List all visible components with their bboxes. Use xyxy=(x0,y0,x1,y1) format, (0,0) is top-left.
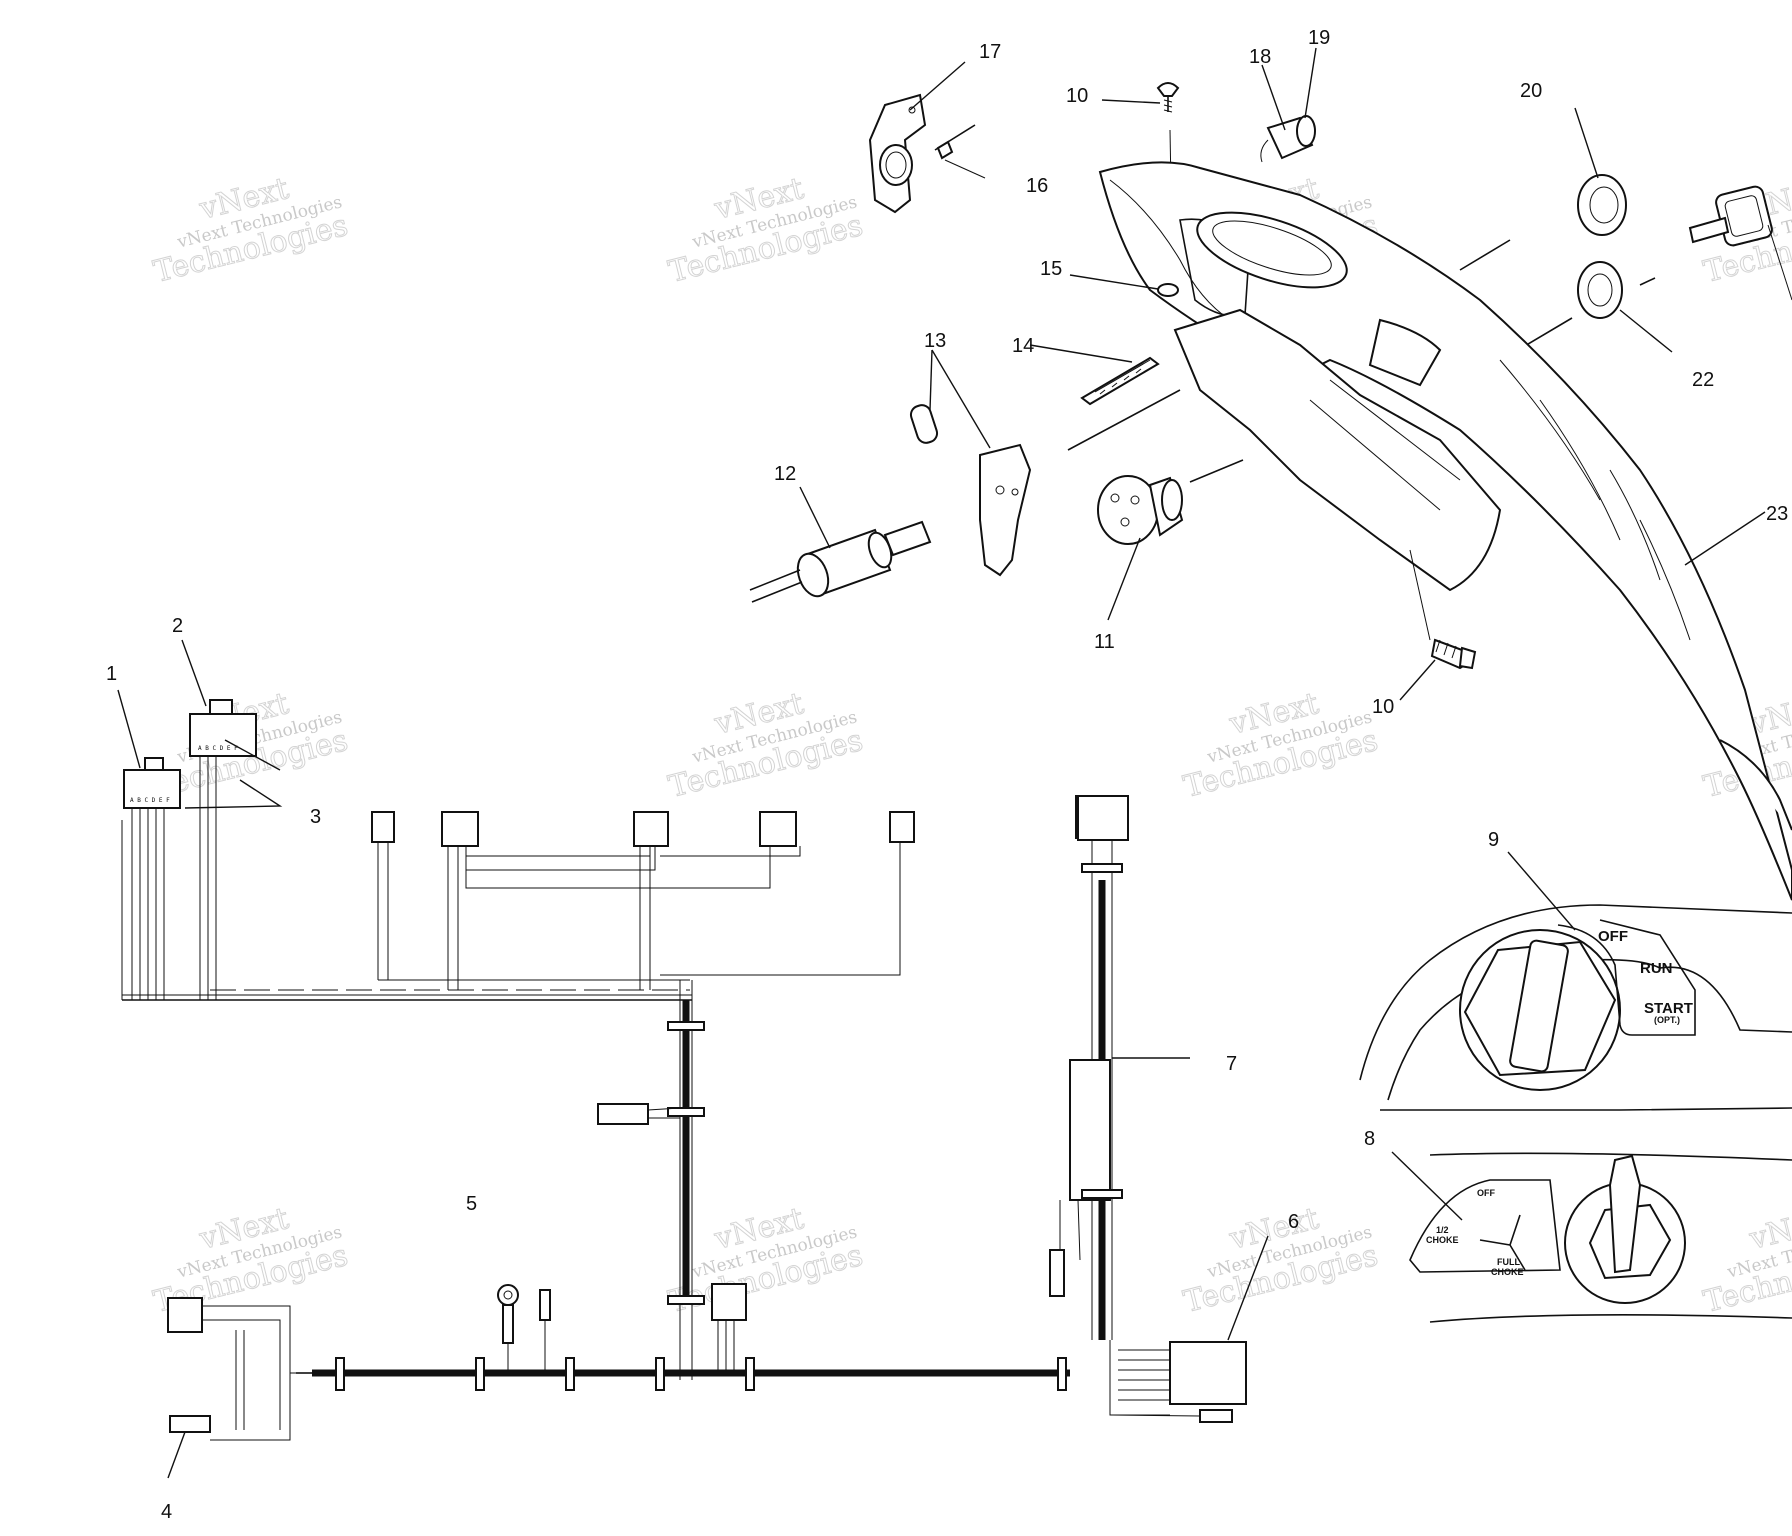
part-12-switch xyxy=(749,520,932,603)
part-17-bracket xyxy=(868,93,927,214)
part-9-switch-panel: OFF RUN START (OPT.) xyxy=(1359,904,1792,1111)
callout-16: 16 xyxy=(1026,175,1048,197)
switch-label-off: OFF xyxy=(1598,928,1628,945)
part-13-pin-lever xyxy=(909,404,1032,577)
callout-3: 3 xyxy=(310,806,321,828)
watermark: vNext vNext Technologies Technologies xyxy=(665,686,867,806)
callout-9: 9 xyxy=(1488,829,1499,851)
callout-15: 15 xyxy=(1040,258,1062,280)
callout-4: 4 xyxy=(161,1501,172,1523)
choke-label-half-1: 1/2 xyxy=(1436,1225,1449,1235)
callout-12: 12 xyxy=(774,463,796,485)
watermark: vNext vNext Technologies Technologies xyxy=(1180,686,1382,806)
callout-19: 19 xyxy=(1308,27,1330,49)
part-18-19-socket xyxy=(1260,115,1316,163)
part-20-grommet xyxy=(1577,174,1627,236)
choke-label-off: OFF xyxy=(1477,1188,1495,1198)
watermark: vNext vNext Technologies Technologies xyxy=(150,171,352,291)
callout-8: 8 xyxy=(1364,1128,1375,1150)
part-11-ignition xyxy=(1097,475,1184,545)
wiring-harness: A B C D E F A B C D E F xyxy=(117,639,1576,1479)
callout-11: 11 xyxy=(1094,631,1115,653)
connector-row xyxy=(371,795,1129,847)
callout-numbers: 1 2 3 4 5 6 7 8 9 10 10 11 12 13 14 15 1… xyxy=(106,27,1788,1523)
callout-13: 13 xyxy=(924,330,946,352)
callout-17: 17 xyxy=(979,41,1001,63)
choke-label-full-2: CHOKE xyxy=(1491,1267,1524,1277)
switch-label-run: RUN xyxy=(1640,960,1673,977)
callout-10-bottom: 10 xyxy=(1372,696,1394,718)
watermark: vNext vNext Technologies Technologies xyxy=(1180,1201,1382,1321)
choke-label-full-1: FULL xyxy=(1497,1257,1520,1267)
upper-leaders xyxy=(799,47,1766,701)
switch-label-opt: (OPT.) xyxy=(1654,1015,1680,1025)
svg-text:A B C D E F: A B C D E F xyxy=(198,745,238,752)
switch-label-start: START xyxy=(1644,1000,1693,1017)
choke-label-half-2: CHOKE xyxy=(1426,1235,1459,1245)
callout-7: 7 xyxy=(1226,1053,1237,1075)
callout-18: 18 xyxy=(1249,46,1271,68)
part-10-bolt-lower xyxy=(1409,549,1477,670)
key-icon xyxy=(1688,185,1792,301)
callout-5: 5 xyxy=(466,1193,477,1215)
part-14-strap xyxy=(1080,356,1160,406)
svg-text:A B C D E F: A B C D E F xyxy=(130,797,170,804)
callout-1: 1 xyxy=(106,663,117,685)
callout-20: 20 xyxy=(1520,80,1542,102)
watermarks: vNext vNext Technologies Technologies vN… xyxy=(150,171,1792,1321)
callout-14: 14 xyxy=(1012,335,1034,357)
callout-6: 6 xyxy=(1288,1211,1299,1233)
part-23-console-housing xyxy=(1067,161,1792,901)
callout-2: 2 xyxy=(172,615,183,637)
part-8-choke-panel: OFF 1/2 CHOKE FULL CHOKE xyxy=(1409,1152,1792,1323)
callout-23: 23 xyxy=(1766,503,1788,525)
part-15-washer xyxy=(1157,283,1179,297)
part-22-grommet xyxy=(1459,239,1656,351)
callout-10-top: 10 xyxy=(1066,85,1088,107)
connector-2 xyxy=(189,713,257,757)
watermark: vNext vNext Technologies Technologies xyxy=(665,171,867,291)
watermark: vNext vNext Technologies Technologies xyxy=(1700,1201,1792,1321)
callout-22: 22 xyxy=(1692,369,1714,391)
part-16-pin xyxy=(934,124,986,179)
